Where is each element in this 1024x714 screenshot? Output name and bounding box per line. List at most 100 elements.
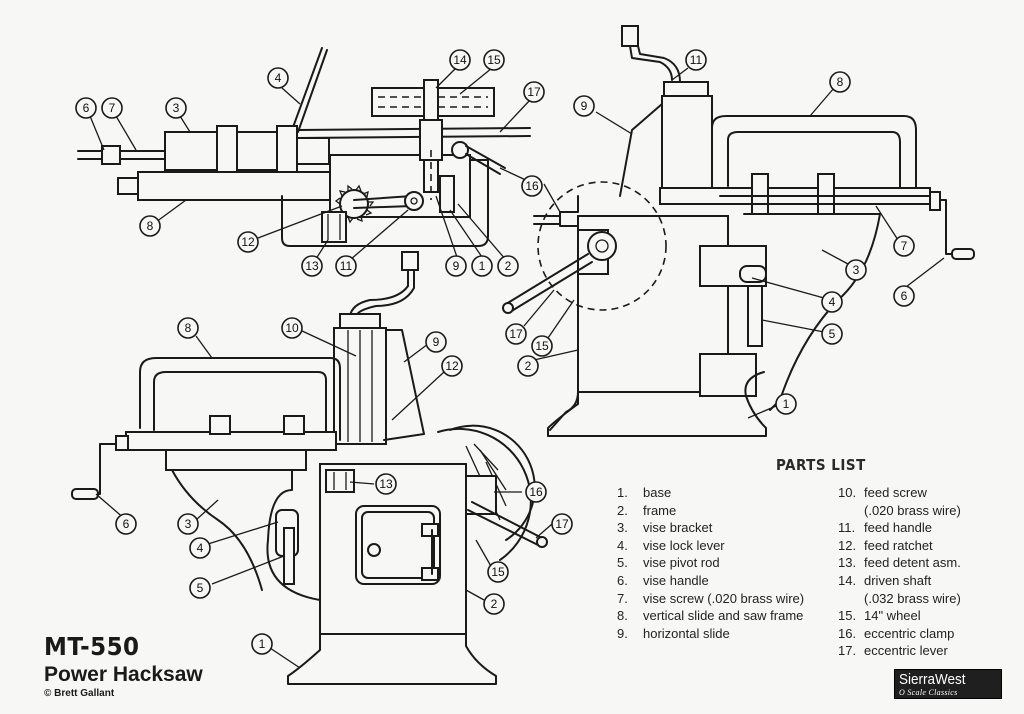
part-item: 17.eccentric lever [838,643,948,659]
svg-text:3: 3 [853,263,860,277]
svg-text:10: 10 [285,321,299,335]
part-item: 11.feed handle [838,520,932,536]
svg-text:15: 15 [535,339,549,353]
callout-front-13: 13 [375,473,397,495]
callout-front-6: 6 [115,513,137,535]
svg-text:12: 12 [241,235,255,249]
svg-text:7: 7 [901,239,908,253]
svg-text:8: 8 [147,219,154,233]
callout-front-8: 8 [177,317,199,339]
top-view-drawing [77,47,531,247]
callout-top-7: 7 [101,97,123,119]
brand-tagline: O Scale Classics [899,688,958,697]
svg-text:13: 13 [379,477,393,491]
svg-text:6: 6 [901,289,908,303]
parts-list-column-2: 10.feed screw (.020 brass wire) 11.feed … [838,484,961,660]
svg-text:12: 12 [445,359,459,373]
svg-text:2: 2 [505,259,512,273]
svg-text:3: 3 [173,101,180,115]
svg-text:4: 4 [829,295,836,309]
side-view-drawing [502,25,975,437]
model-number: MT-550 [44,632,140,661]
callout-top-6: 6 [75,97,97,119]
callout-front-9: 9 [425,331,447,353]
callout-top-17: 17 [523,81,545,103]
svg-text:6: 6 [83,101,90,115]
svg-text:11: 11 [340,259,353,273]
part-item: 15.14" wheel [838,608,921,624]
brand-logo: SierraWest O Scale Classics [894,669,1002,699]
svg-text:5: 5 [829,327,836,341]
callout-top-13: 13 [301,255,323,277]
callout-top-8: 8 [139,215,161,237]
svg-text:16: 16 [529,485,543,499]
callout-front-10: 10 [281,317,303,339]
part-item: 2.frame [617,502,677,518]
callout-front-4: 4 [189,537,211,559]
svg-text:17: 17 [555,517,569,531]
callout-top-15: 15 [483,49,505,71]
product-title: Power Hacksaw [44,663,203,686]
parts-list-title: PARTS LIST [776,456,866,474]
part-item: 8.vertical slide and saw frame [617,608,804,624]
svg-text:1: 1 [783,397,790,411]
svg-text:6: 6 [123,517,130,531]
credit-line: © Brett Gallant [44,688,115,699]
svg-text:1: 1 [259,637,266,651]
callout-front-16: 16 [525,481,547,503]
svg-text:16: 16 [525,179,539,193]
svg-text:14: 14 [453,53,467,67]
svg-text:4: 4 [275,71,282,85]
part-item: 3.vise bracket [617,520,713,536]
svg-text:8: 8 [837,75,844,89]
svg-text:13: 13 [305,259,319,273]
callout-front-1: 1 [251,633,273,655]
callout-side-6: 6 [893,285,915,307]
callout-front-5: 5 [189,577,211,599]
part-item: 4.vise lock lever [617,537,725,553]
svg-text:15: 15 [487,53,501,67]
callout-side-1: 1 [775,393,797,415]
svg-text:3: 3 [185,517,192,531]
callout-side-3: 3 [845,259,867,281]
svg-text:9: 9 [433,335,440,349]
callout-top-9: 9 [445,255,467,277]
callout-side-8: 8 [829,71,851,93]
part-item: 7.vise screw (.020 brass wire) [617,590,805,606]
part-item: 16.eccentric clamp [838,625,955,641]
svg-text:5: 5 [197,581,204,595]
callout-front-15: 15 [487,561,509,583]
svg-text:8: 8 [185,321,192,335]
callouts: 6 7 3 4 14 15 17 16 8 12 13 11 9 1 2 9 1… [75,49,945,669]
brand-name: SierraWest [899,671,966,688]
part-item: 14.driven shaft [838,572,932,588]
callout-top-3: 3 [165,97,187,119]
callout-side-17: 17 [505,323,527,345]
part-item: 9.horizontal slide [617,625,730,641]
callout-front-3: 3 [177,513,199,535]
callout-top-11: 11 [335,255,357,277]
part-item: 5.vise pivot rod [617,555,720,571]
callout-top-14: 14 [449,49,471,71]
svg-text:11: 11 [690,53,703,67]
svg-text:17: 17 [527,85,541,99]
callout-top-4: 4 [267,67,289,89]
callout-top-12: 12 [237,231,259,253]
callout-side-5: 5 [821,323,843,345]
callout-side-15: 15 [531,335,553,357]
callout-top-16: 16 [521,175,543,197]
callout-side-2: 2 [517,355,539,377]
svg-text:17: 17 [509,327,523,341]
part-item: 10.feed screw [838,485,927,500]
svg-text:15: 15 [491,565,505,579]
callout-top-2: 2 [497,255,519,277]
callout-front-17: 17 [551,513,573,535]
callout-top-1: 1 [471,255,493,277]
part-item-detail: (.020 brass wire) [864,502,961,518]
callout-side-4: 4 [821,291,843,313]
part-item: 1.base [617,485,672,500]
callout-side-7: 7 [893,235,915,257]
svg-text:4: 4 [197,541,204,555]
